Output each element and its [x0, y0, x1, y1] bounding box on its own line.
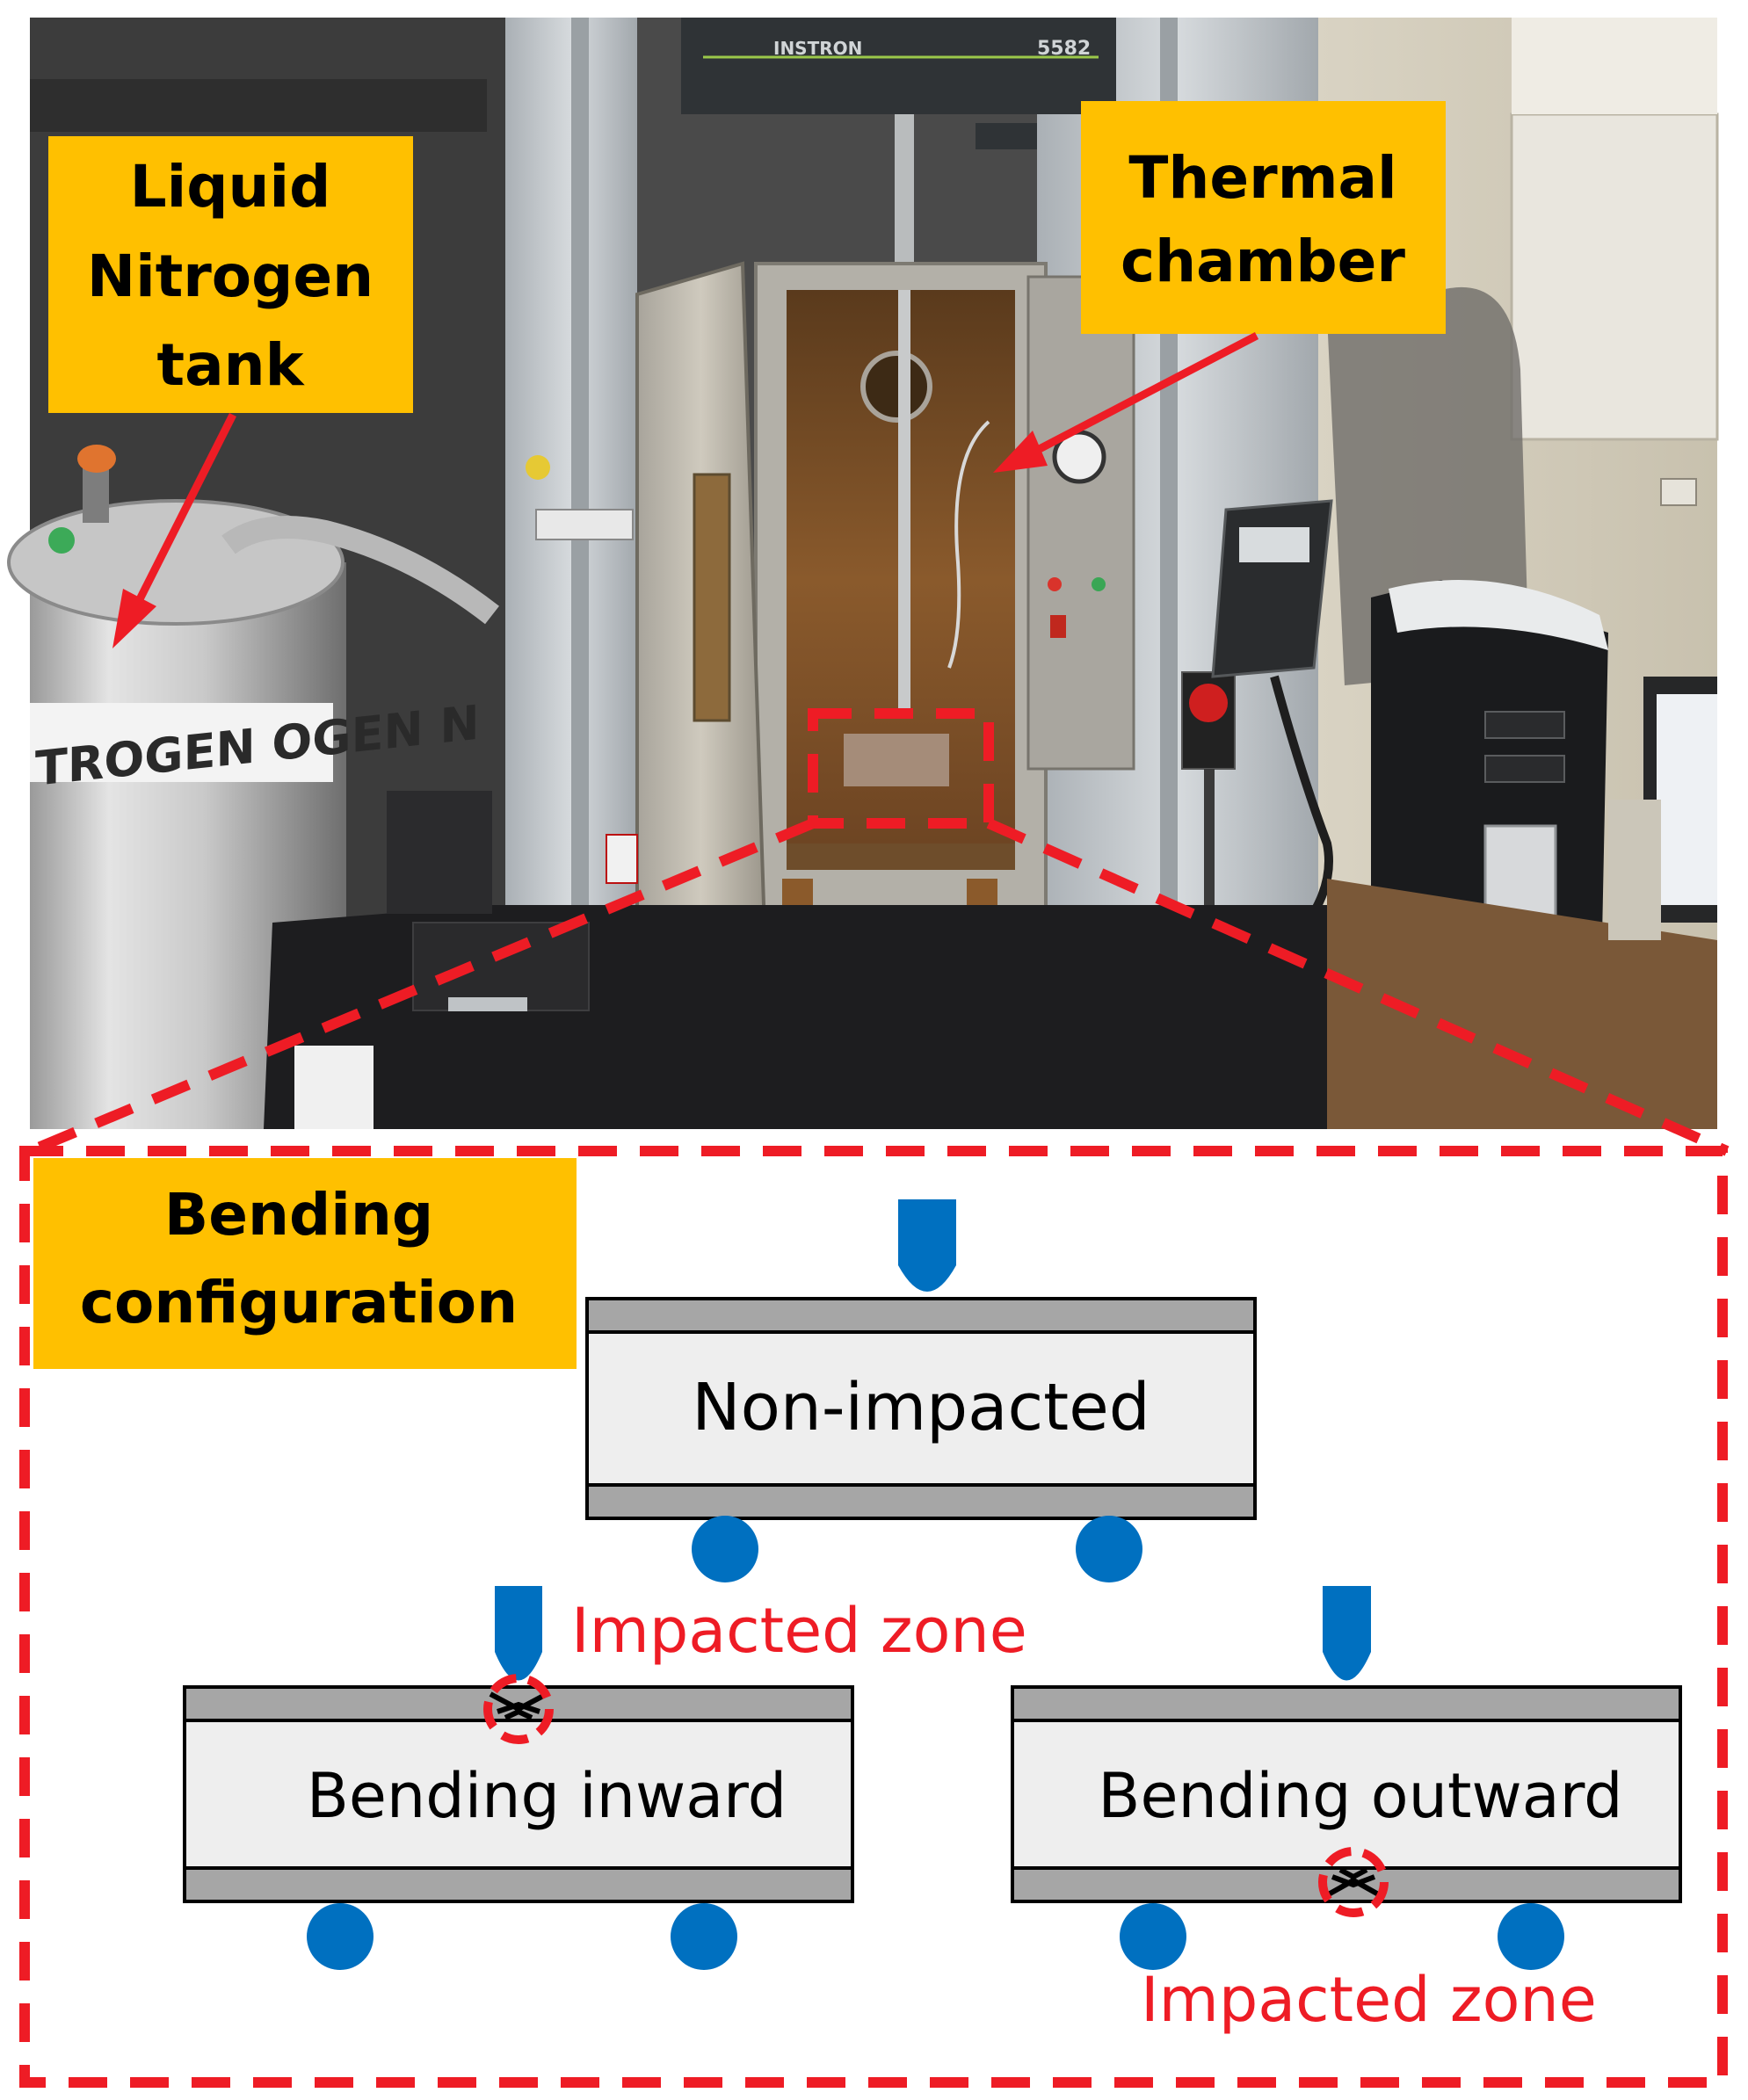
fixture-base [787, 844, 1015, 870]
tank-green-valve [48, 527, 75, 554]
impact-crack-left [489, 1691, 548, 1720]
support-right-left [1120, 1903, 1186, 1970]
crosshead-brand: INSTRON [773, 38, 862, 59]
side-bracket [976, 123, 1037, 149]
section-title-line-1: Bending [164, 1181, 433, 1249]
base-left-block [387, 791, 492, 914]
support-top-right [1076, 1516, 1142, 1582]
wall-poster [1510, 112, 1719, 441]
callout-thermal-line-2: chamber [1121, 228, 1405, 295]
zoom-line-right [986, 818, 1730, 1156]
face-sheet-top-lower [585, 1483, 1257, 1520]
desk [1327, 879, 1717, 1129]
door-window [693, 473, 731, 722]
fixture-block [844, 734, 949, 786]
impact-marker-left [483, 1674, 554, 1744]
specimen-bending-outward: Bending outward [1011, 1586, 1682, 1970]
control-panel [1026, 275, 1135, 771]
arrow-nitrogen [112, 412, 237, 648]
diagram-frame [19, 1146, 1728, 2088]
panel-switch [1050, 615, 1066, 638]
callout-thermal-chamber: Thermal chamber [1081, 101, 1446, 334]
callout-nitrogen-line-2: Nitrogen [87, 243, 374, 310]
thermocouple-wire [947, 420, 990, 669]
face-sheet-right-lower [1011, 1866, 1682, 1903]
estop-button [1189, 684, 1228, 722]
yellow-knob [526, 455, 550, 480]
zoom-line-left [27, 818, 816, 1156]
impact-damage-left [483, 1674, 554, 1744]
arrow-thermal-shaft [1030, 332, 1259, 456]
callout-nitrogen-line-1: Liquid [130, 153, 331, 221]
tank-valve-cap [77, 445, 116, 473]
chamber-fan [860, 351, 932, 423]
loading-nose-top [898, 1199, 956, 1292]
zoom-source-box [808, 708, 994, 829]
tower-drive-2 [1484, 755, 1565, 783]
desk-radiator [1608, 800, 1661, 940]
face-sheet-left-lower [183, 1866, 854, 1903]
machine-column-left-inner [571, 18, 589, 949]
impacted-zone-label-lower: Impacted zone [1141, 1964, 1597, 2036]
base-label [294, 1046, 374, 1129]
panel-light-red [1048, 577, 1062, 591]
callout-thermal-box [1081, 101, 1446, 334]
support-left-left [307, 1903, 374, 1970]
face-sheet-top-upper [585, 1297, 1257, 1334]
callout-nitrogen-tank: Liquid Nitrogen tank [48, 136, 413, 413]
pendant-cable [1270, 675, 1333, 935]
specimen-non-impacted: Non-impacted [585, 1199, 1257, 1582]
load-rod-top [895, 114, 914, 290]
door-sign [606, 834, 638, 884]
callout-nitrogen-box [48, 136, 413, 413]
specimen-right-label: Bending outward [1098, 1760, 1622, 1832]
tower-drive-1 [1484, 711, 1565, 739]
arrow-nitrogen-head [112, 589, 156, 648]
support-right-right [1498, 1903, 1564, 1970]
impact-crack-right [1324, 1867, 1383, 1899]
arrow-thermal-head [993, 431, 1048, 473]
support-top-left [692, 1516, 758, 1582]
arrow-thermal [993, 332, 1259, 473]
zoom-indicator [27, 708, 1730, 1156]
callout-nitrogen-line-3: tank [157, 331, 306, 399]
arrow-nitrogen-shaft [132, 412, 237, 609]
support-left-right [671, 1903, 737, 1970]
cabinet-shelf [30, 79, 487, 132]
core-left [183, 1719, 854, 1870]
pendant-cable-stand [1204, 769, 1215, 945]
impact-damage-right [1318, 1847, 1389, 1917]
monitor-screen [1657, 694, 1717, 905]
specimen-top-label: Non-impacted [692, 1370, 1150, 1445]
section-title-line-2: configuration [80, 1269, 518, 1336]
column-handle [535, 509, 634, 540]
specimen-bending-inward: Bending inward [183, 1586, 854, 1970]
tank-print-band [30, 703, 333, 782]
tower-paper [1389, 580, 1608, 650]
nitrogen-tank: TROGEN OGEN N [7, 445, 499, 1129]
callout-thermal-line-1: Thermal [1128, 144, 1396, 212]
pendant-screen [1239, 527, 1309, 562]
impacted-zone-label-upper: Impacted zone [571, 1595, 1027, 1667]
loading-nose-right [1323, 1586, 1371, 1681]
specimen-left-label: Bending inward [307, 1760, 787, 1832]
crosshead [681, 18, 1116, 114]
wall-poster-2 [1512, 18, 1717, 114]
tank-hose [221, 516, 499, 625]
face-sheet-right-upper [1011, 1685, 1682, 1722]
base-logo [448, 997, 527, 1011]
section-title-box [33, 1158, 577, 1369]
impact-marker-right [1318, 1847, 1389, 1917]
load-rod [898, 290, 910, 712]
loading-nose-left [495, 1586, 542, 1681]
panel-light-green [1092, 577, 1106, 591]
bending-diagram: Bending configuration Non-impacted Bendi… [19, 1146, 1728, 2088]
core-right [1011, 1719, 1682, 1870]
wall-outlet [1660, 478, 1697, 506]
